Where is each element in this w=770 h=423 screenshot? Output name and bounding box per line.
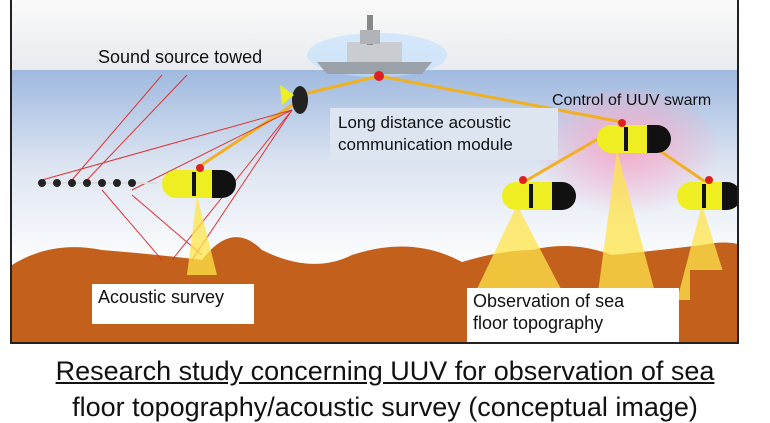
caption-title: Research study concerning UUV for observ… (55, 356, 715, 386)
label-control-uuv-swarm: Control of UUV swarm (552, 92, 712, 109)
label-sound-source: Sound source towed (98, 47, 263, 67)
label-observation: Observation of sea floor topography (467, 288, 679, 342)
label-comm-module-line1: Long distance acoustic (338, 113, 511, 132)
uuv-survey-icon (162, 164, 236, 198)
uuv-follower-right-icon (677, 176, 737, 210)
towed-sound-source-icon (280, 85, 308, 114)
sonar-beams (187, 150, 732, 310)
ship-icon (307, 15, 447, 77)
uuv-leader-icon (597, 119, 671, 153)
label-observation-line1: Observation of sea (473, 291, 625, 311)
label-comm-module-line2: communication module (338, 135, 513, 154)
hydrophone-array (37, 179, 157, 187)
label-comm-module: Long distance acoustic communication mod… (330, 108, 558, 160)
swarm-zone (532, 90, 722, 230)
label-observation-line2: floor topography (473, 313, 604, 333)
caption-subtitle: floor topography/acoustic survey (concep… (72, 392, 698, 422)
uuv-follower-left-icon (502, 176, 576, 210)
diagram-panel: Sound source towed Control of UUV swarm … (10, 0, 739, 344)
label-acoustic-survey: Acoustic survey (92, 284, 254, 324)
